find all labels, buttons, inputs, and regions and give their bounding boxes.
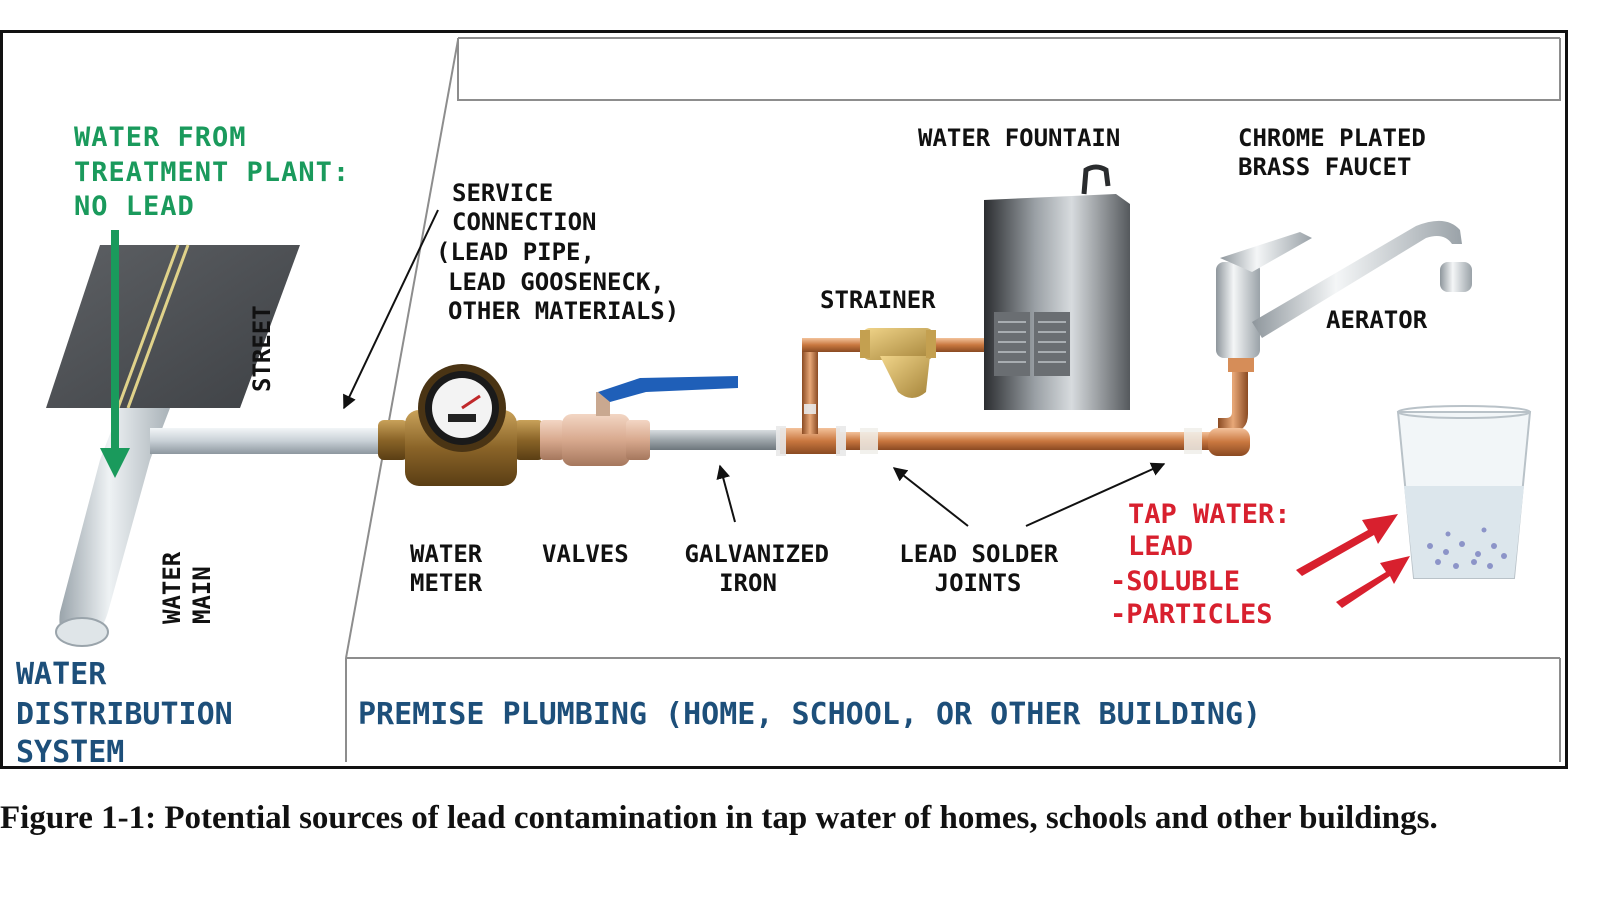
chrome-faucet (1216, 220, 1472, 358)
service-connection-label: SERVICE CONNECTION (LEAD PIPE, LEAD GOOS… (436, 179, 679, 325)
strainer-label: STRAINER (820, 286, 936, 314)
lead-arrows (1296, 514, 1410, 608)
source-label: WATER FROM TREATMENT PLANT: NO LEAD (74, 122, 367, 222)
valve (540, 376, 738, 466)
solder-joints (776, 404, 1202, 456)
tap-water-label: TAP WATER: LEAD -SOLUBLE -PARTICLES (1110, 499, 1307, 630)
figure-caption: Figure 1-1: Potential sources of lead co… (0, 800, 1438, 836)
valves-label: VALVES (542, 540, 629, 568)
solder-joints-label: LEAD SOLDER JOINTS (899, 540, 1072, 597)
water-glass (1396, 405, 1532, 579)
galvanized-iron-pipe (650, 430, 780, 450)
water-main-label-line1: WATER (158, 551, 186, 624)
water-fountain-label: WATER FOUNTAIN (918, 124, 1120, 152)
galvanized-iron-label: GALVANIZED IRON (685, 540, 844, 597)
faucet-label: CHROME PLATED BRASS FAUCET (1238, 124, 1440, 181)
water-meter (378, 364, 544, 486)
pointer-arrows (343, 209, 1166, 527)
aerator-part (1440, 262, 1472, 292)
water-main-pipe (55, 408, 170, 647)
figure-frame (0, 30, 1568, 769)
source-arrow (100, 230, 130, 478)
premise-building-outline (345, 37, 1561, 762)
water-fountain (984, 164, 1130, 410)
water-main-label-line2: MAIN (188, 566, 216, 624)
aerator-label: AERATOR (1326, 306, 1428, 334)
premise-plumbing-label: PREMISE PLUMBING (HOME, SCHOOL, OR OTHER… (358, 697, 1261, 732)
water-main-label-rotated: WATER MAIN (158, 551, 216, 624)
water-meter-label: WATER METER (410, 540, 497, 597)
distribution-system-label: WATER DISTRIBUTION SYSTEM (16, 657, 251, 770)
strainer (860, 328, 936, 398)
service-line-pipe (150, 428, 380, 454)
street (46, 244, 300, 409)
diagram-canvas: WATER FROM TREATMENT PLANT: NO LEAD STRE… (0, 30, 1568, 770)
street-label: STREET (248, 305, 276, 392)
